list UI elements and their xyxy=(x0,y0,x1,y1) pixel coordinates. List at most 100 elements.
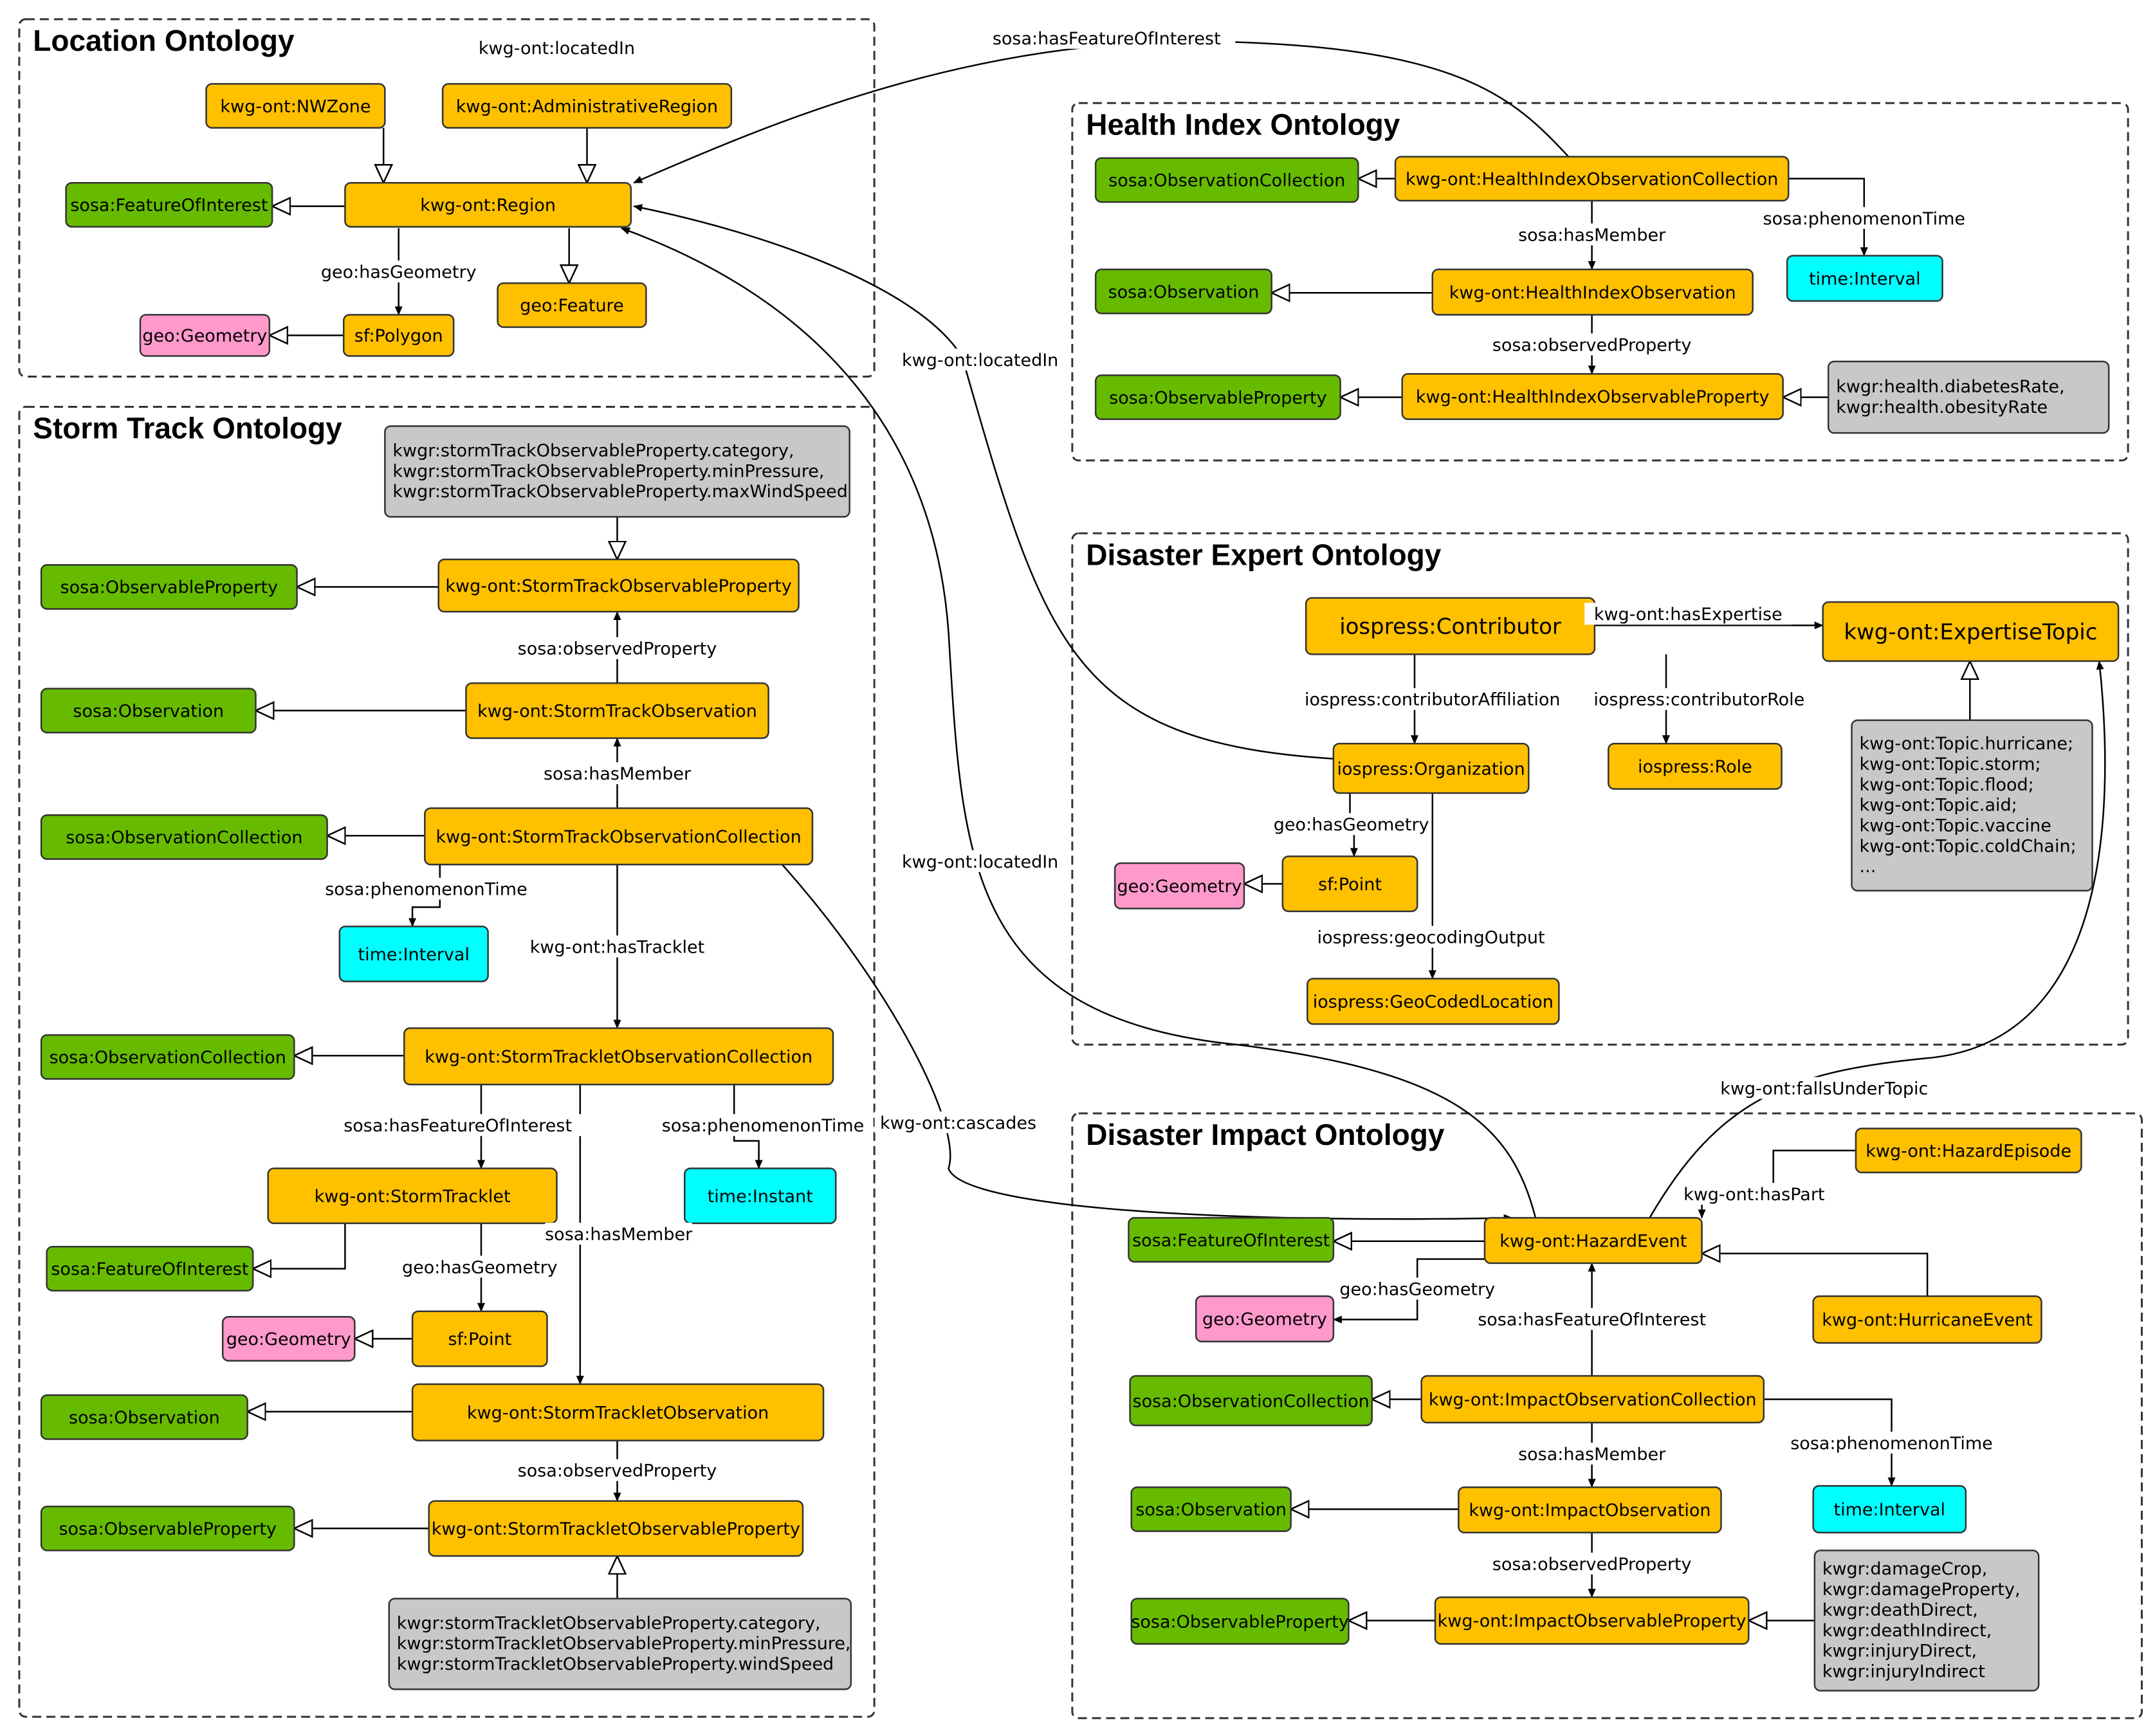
node-label: kwg-ont:NWZone xyxy=(220,96,371,116)
node-label: kwg-ont:StormTrackObservationCollection xyxy=(436,827,802,847)
node-kwg-ont-hurricaneevent: kwg-ont:HurricaneEvent xyxy=(1812,1295,2042,1344)
node-box xyxy=(343,314,455,357)
node-label: kwg-ont:HealthIndexObservation xyxy=(1449,283,1736,303)
node-sf-point: sf:Point xyxy=(411,1310,548,1367)
panel-border xyxy=(1071,102,2129,462)
edge-label-kwg-ont-locatedin: kwg-ont:locatedIn xyxy=(892,850,1069,872)
edge-label-bg xyxy=(320,260,477,283)
edge-label-bg xyxy=(1307,926,1555,948)
edge-label-text: sosa:hasMember xyxy=(1518,225,1666,245)
node-box xyxy=(428,1500,804,1557)
node-iospress-geocodedlocation: iospress:GeoCodedLocation xyxy=(1307,978,1560,1025)
node-geo-geometry: geo:Geometry xyxy=(1114,862,1245,909)
node-box xyxy=(1130,1486,1292,1532)
edge-label-sosa-phenomenontime: sosa:phenomenonTime xyxy=(1763,206,1966,229)
edge-label-bg xyxy=(664,1114,862,1137)
node-box xyxy=(1608,742,1783,790)
edge-label-bg xyxy=(1584,603,1792,625)
edge-label-text: sosa:hasMember xyxy=(1518,1445,1666,1465)
node-kwg-ont-hazardepisode: kwg-ont:HazardEpisode xyxy=(1855,1128,2082,1174)
panel-border xyxy=(1071,532,2129,1046)
node-box xyxy=(1094,268,1272,315)
node-label: sf:Point xyxy=(1318,875,1382,895)
edge-label-kwg-ont-locatedin: kwg-ont:locatedIn xyxy=(468,36,646,59)
edge-label-sosa-hasfeatureofinterest: sosa:hasFeatureOfInterest xyxy=(1463,1308,1721,1330)
node-sosa-observationcollection: sosa:ObservationCollection xyxy=(40,1034,295,1080)
edge-label-sosa-observedproperty: sosa:observedProperty xyxy=(1483,1552,1701,1575)
node-kwg-ont-nwzone: kwg-ont:NWZone xyxy=(205,83,386,129)
node-box xyxy=(40,1394,248,1440)
node-label: iospress:GeoCodedLocation xyxy=(1313,992,1554,1012)
node-box xyxy=(1827,360,2110,434)
panel-border xyxy=(1071,1112,2143,1719)
edge-label-sosa-observedproperty: sosa:observedProperty xyxy=(508,637,726,659)
node-kwg-ont-region: kwg-ont:Region xyxy=(344,181,632,228)
edge-label-bg xyxy=(327,877,525,900)
node-box xyxy=(1281,855,1418,913)
edge-label-bg xyxy=(1483,1552,1701,1575)
edge-label-bg xyxy=(508,1459,726,1481)
node-time-interval: time:Interval xyxy=(1812,1485,1967,1534)
node-label: kwgr:damageCrop,kwgr:damageProperty,kwgr… xyxy=(1822,1559,2021,1681)
edge-label-bg xyxy=(1463,1308,1721,1330)
node-label: geo:Geometry xyxy=(226,1329,351,1349)
node-label: kwg-ont:ImpactObservationCollection xyxy=(1429,1390,1757,1410)
edge-label-kwg-ont-hastracklet: kwg-ont:hasTracklet xyxy=(518,935,716,958)
edge-label-text: sosa:hasMember xyxy=(545,1225,693,1245)
node-label: kwg-ont:StormTrackletObservation xyxy=(467,1403,769,1423)
edge-label-kwg-ont-haspart: kwg-ont:hasPart xyxy=(1675,1183,1833,1205)
edge-label-text: sosa:hasFeatureOfInterest xyxy=(993,29,1221,49)
edge-label-text: sosa:phenomenonTime xyxy=(662,1116,865,1136)
edge-label-text: kwg-ont:locatedIn xyxy=(902,852,1058,872)
edge-label-sosa-phenomenontime: sosa:phenomenonTime xyxy=(325,877,527,900)
node-sosa-observationcollection: sosa:ObservationCollection xyxy=(40,814,328,860)
node-label: kwg-ont:HealthIndexObservableProperty xyxy=(1416,387,1770,407)
node-box xyxy=(1128,1217,1335,1263)
node-box xyxy=(40,1034,295,1080)
relation-arrow xyxy=(1649,660,2106,1219)
node-sosa-featureofinterest: sosa:FeatureOfInterest xyxy=(65,181,273,228)
edge-label-text: kwg-ont:fallsUnderTopic xyxy=(1720,1079,1928,1099)
node-label: kwg-ont:ImpactObservation xyxy=(1469,1501,1710,1521)
panel-title: Storm Track Ontology xyxy=(33,412,342,445)
edge-label-text: sosa:observedProperty xyxy=(518,1461,717,1481)
node-box xyxy=(424,807,814,866)
node-label: kwg-ont:ExpertiseTopic xyxy=(1844,619,2097,645)
node-box xyxy=(403,1027,834,1086)
node-kwg-ont-topic-hurricane: kwg-ont:Topic.hurricane;kwg-ont:Topic.st… xyxy=(1851,719,2093,892)
node-box xyxy=(1332,742,1530,794)
node-kwg-ont-stormtracklet: kwg-ont:StormTracklet xyxy=(267,1167,558,1225)
node-kwg-ont-stormtrackobservableproperty: kwg-ont:StormTrackObservableProperty xyxy=(437,558,800,613)
node-label: geo:Feature xyxy=(520,296,623,316)
node-box xyxy=(1401,373,1784,421)
relation-arrow xyxy=(782,864,1513,1222)
relation-arrow xyxy=(1763,1398,1896,1487)
node-label: sosa:Observation xyxy=(69,1408,220,1428)
node-box xyxy=(1851,719,2093,892)
node-sosa-observation: sosa:Observation xyxy=(40,1394,248,1440)
node-label: time:Instant xyxy=(708,1187,813,1207)
node-box xyxy=(1483,1217,1703,1265)
node-label: sosa:ObservableProperty xyxy=(1109,388,1327,408)
edge-label-text: sosa:phenomenonTime xyxy=(1763,209,1966,229)
node-box xyxy=(1822,601,2120,662)
node-box xyxy=(1855,1128,2082,1174)
node-geo-geometry: geo:Geometry xyxy=(1195,1295,1335,1342)
edge-label-bg xyxy=(1575,688,1823,710)
edge-label-bg xyxy=(892,348,1069,370)
edge-label-text: kwg-ont:hasExpertise xyxy=(1594,605,1783,625)
subclass-arrow xyxy=(253,1223,346,1269)
edge-label-bg xyxy=(892,850,1069,872)
node-box xyxy=(46,1246,254,1292)
edge-label-text: geo:hasGeometry xyxy=(1339,1280,1495,1300)
node-sf-polygon: sf:Polygon xyxy=(343,314,455,357)
edge-label-sosa-hasfeatureofinterest: sosa:hasFeatureOfInterest xyxy=(978,26,1236,49)
node-kwgr-health-diabetesrate: kwgr:health.diabetesRate,kwgr:health.obe… xyxy=(1827,360,2110,434)
edge-label-bg xyxy=(1518,1442,1665,1465)
node-kwg-ont-healthindexobservation: kwg-ont:HealthIndexObservation xyxy=(1431,268,1754,316)
edge-label-sosa-phenomenontime: sosa:phenomenonTime xyxy=(662,1114,865,1137)
node-label: kwg-ont:HazardEpisode xyxy=(1866,1141,2071,1161)
edge-label-bg xyxy=(518,935,716,958)
edge-label-text: geo:hasGeometry xyxy=(1274,815,1429,835)
node-sf-point: sf:Point xyxy=(1281,855,1418,913)
